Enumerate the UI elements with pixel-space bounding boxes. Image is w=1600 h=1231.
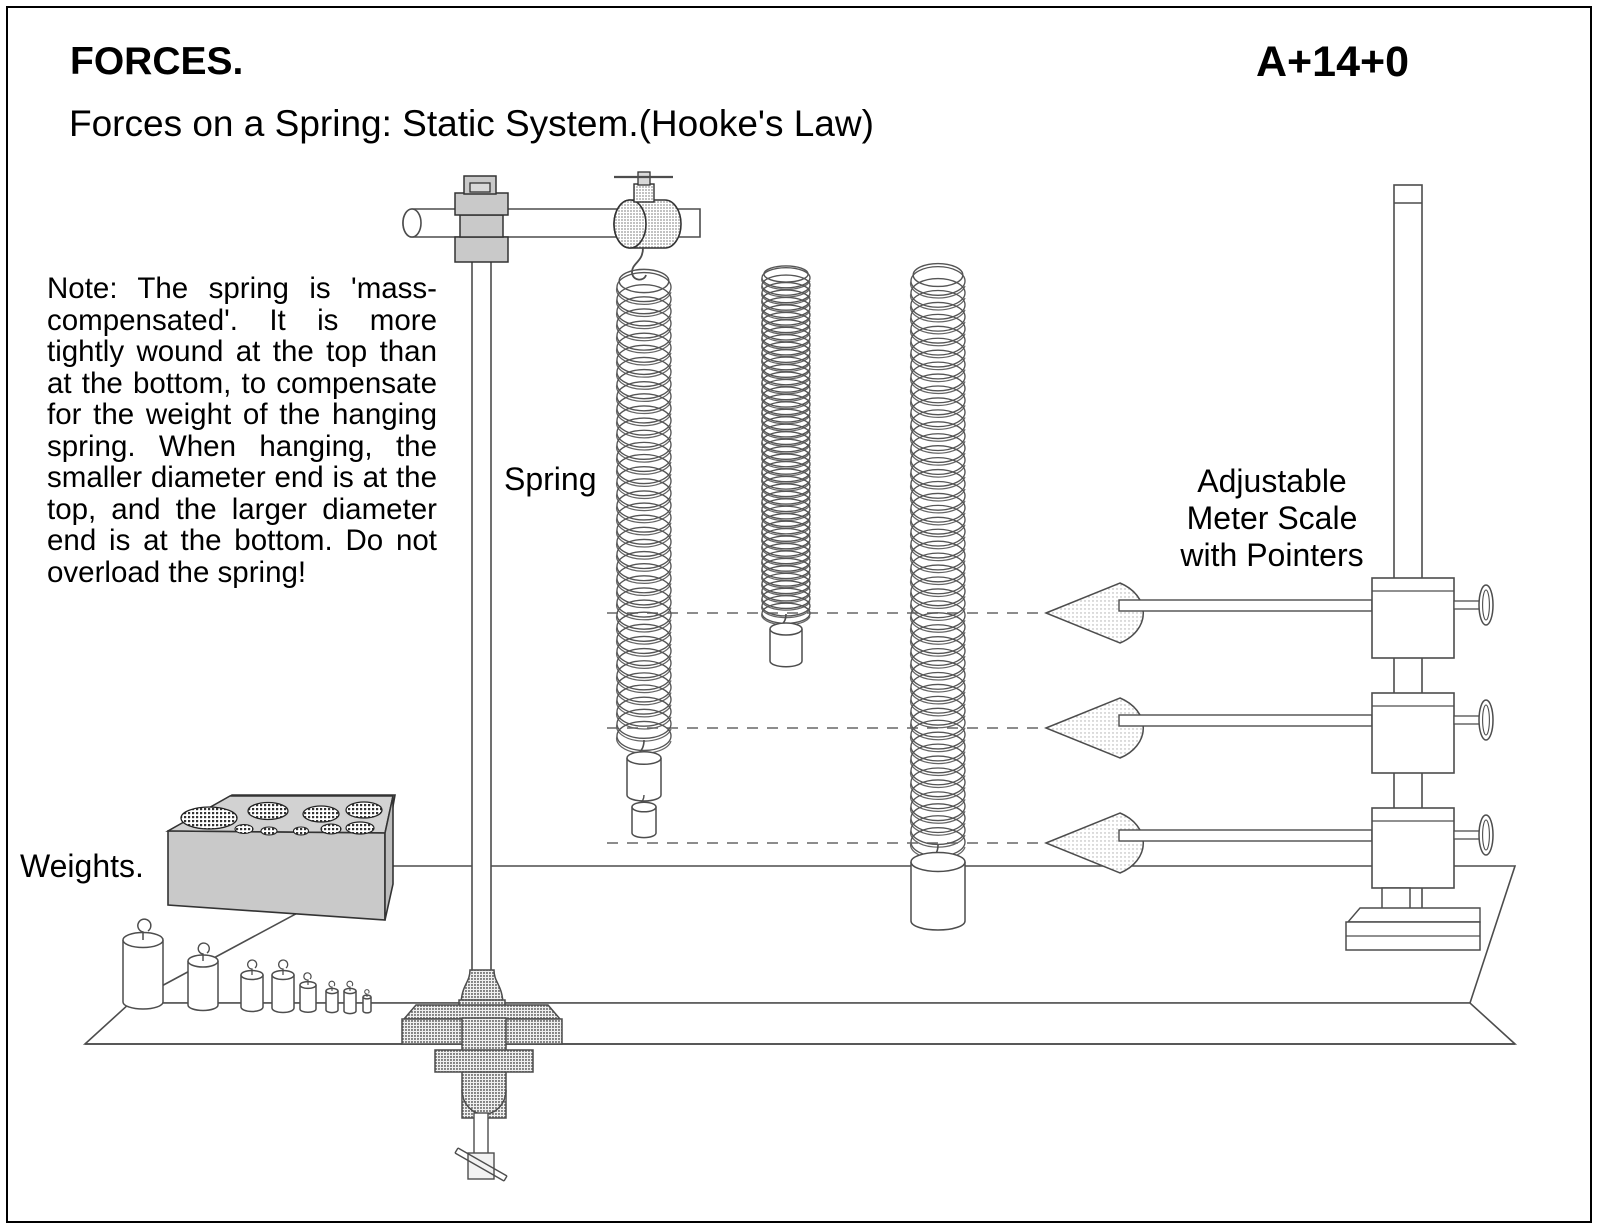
spring-1: {"cx":644,"top":281,"bot":742,"rx":27,"t… xyxy=(615,268,672,764)
boss-clamp-with-hook xyxy=(613,171,682,281)
spring-2-weights xyxy=(769,622,803,668)
loose-weight-5 xyxy=(299,972,317,1014)
loose-weight-7 xyxy=(343,980,357,1015)
meter-scale-base xyxy=(1345,887,1481,951)
meter-scale-label-line-1: Adjustable xyxy=(1197,463,1347,499)
loose-weight-4 xyxy=(271,959,295,1014)
meter-scale-block-2[interactable] xyxy=(1371,692,1494,774)
loose-weight-1 xyxy=(122,918,164,1010)
thumbscrew-3[interactable] xyxy=(1453,814,1494,856)
thumbscrew-2[interactable] xyxy=(1453,699,1494,741)
meter-scale-block-3[interactable] xyxy=(1371,807,1494,889)
alignment-dashed-lines xyxy=(607,612,1110,844)
pointer-3[interactable] xyxy=(1044,812,1373,874)
loose-weight-3 xyxy=(240,959,264,1013)
loose-weight-8 xyxy=(362,989,372,1014)
meter-scale-label-line-2: Meter Scale xyxy=(1186,500,1358,536)
meter-scale-block-1[interactable] xyxy=(1371,577,1494,659)
note-text: Note: The spring is 'mass-compensated'. … xyxy=(47,272,437,589)
meter-scale-rod xyxy=(1393,184,1423,930)
spring-1-weight-small xyxy=(631,801,657,839)
thumbscrew-1[interactable] xyxy=(1453,584,1494,626)
spring-label: Spring xyxy=(504,461,597,497)
weight-holder-holes xyxy=(180,801,383,836)
spring-2: {"cx":786,"top":274,"bot":617,"rx":24,"t… xyxy=(761,265,811,634)
spring-2-weight xyxy=(769,622,803,668)
spring-3: {"cx":938,"top":275,"bot":848,"rx":27,"t… xyxy=(909,262,966,868)
meter-scale-label-line-3: with Pointers xyxy=(1180,537,1364,573)
spring-1-weights xyxy=(626,750,662,839)
meter-scale-label: Adjustable Meter Scale with Pointers xyxy=(1168,463,1376,574)
weights-label: Weights. xyxy=(20,848,144,884)
spring-1-weight-large xyxy=(626,750,662,802)
loose-weight-6 xyxy=(325,980,339,1014)
spring-3-weights xyxy=(910,851,966,931)
pointer-1[interactable] xyxy=(1044,582,1373,644)
bench-clamp-base xyxy=(401,969,563,1182)
catalog-code: A+14+0 xyxy=(1256,38,1410,86)
weight-holder-block xyxy=(165,794,396,921)
loose-weight-2 xyxy=(187,942,219,1012)
page-title: FORCES. xyxy=(70,40,244,83)
pointer-2[interactable] xyxy=(1044,697,1373,759)
spring-3-weight-large xyxy=(910,851,966,931)
loose-weights-set xyxy=(122,918,372,1015)
support-stand-vertical-rod xyxy=(471,239,492,976)
page-subtitle: Forces on a Spring: Static System.(Hooke… xyxy=(69,103,874,144)
